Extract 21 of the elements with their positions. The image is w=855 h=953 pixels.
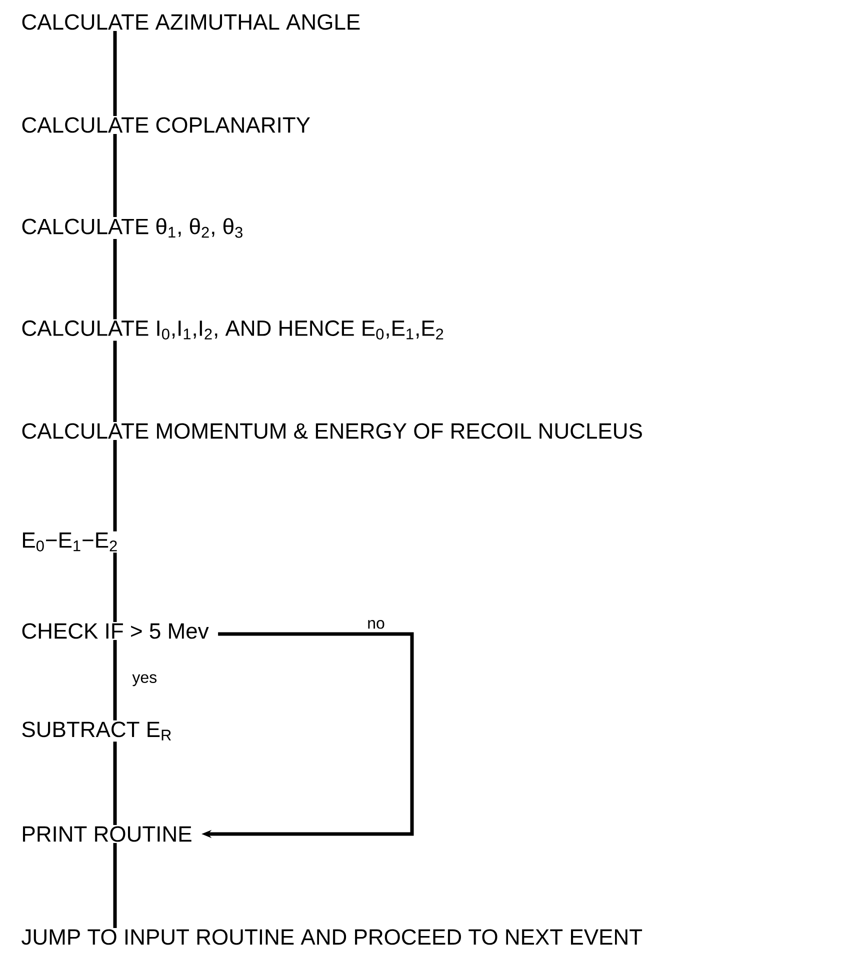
step-text: JUMP TO INPUT ROUTINE AND PROCEED TO NEXT EVENT (22, 929, 642, 945)
step-text: CALCULATE AZIMUTHAL ANGLE (22, 14, 360, 30)
step-text: CALCULATE COPLANARITY (22, 117, 310, 133)
connector-line (113, 239, 117, 320)
step-text: CALCULATE MOMENTUM & ENERGY OF RECOIL NUCLEUS (22, 423, 642, 439)
connector-line (113, 30, 117, 116)
connector-line (113, 340, 117, 422)
connector-line (113, 742, 117, 825)
step-text: CALCULATE θ$_{1}$, θ$_{2}$, θ$_{3}$ (22, 218, 242, 238)
connector-line (113, 640, 117, 720)
connector-line (113, 134, 117, 217)
step-text: E$_{0}$−E$_{1}$−E$_{2}$ (23, 532, 117, 552)
edge-label: no (366, 619, 386, 630)
step-text: PRINT ROUTINE (23, 826, 192, 842)
step-text: CALCULATE I$_{0}$,I$_{1}$,I$_{2}$, AND HENCE E$_{0}$,E$_{1}$,E$_{2}$ (22, 320, 444, 340)
step-text: CHECK IF > 5 Mev (22, 623, 209, 639)
connector-line (113, 842, 117, 928)
step-text: SUBTRACT E$_{R}$ (22, 722, 171, 740)
connector-line (113, 552, 117, 622)
connector-line (113, 440, 117, 532)
edge-label: yes (131, 673, 158, 688)
